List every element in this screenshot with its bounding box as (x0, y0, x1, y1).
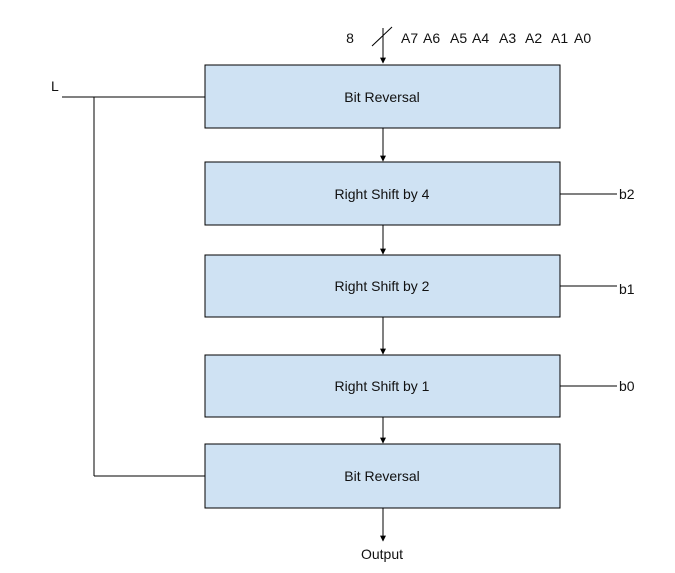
block-label: Right Shift by 2 (335, 278, 430, 294)
block-right-shift-4: Right Shift by 4 b2 (204, 161, 635, 226)
input-bit-label: A1 (551, 30, 568, 46)
block-label: Bit Reversal (344, 89, 419, 105)
bus-width-label: 8 (346, 30, 354, 46)
input-bit-label: A7 (401, 30, 418, 46)
block-box (204, 64, 561, 129)
input-bit-label: A3 (499, 30, 516, 46)
control-b0-label: b0 (619, 378, 635, 394)
control-b1-label: b1 (619, 281, 635, 297)
block-label: Right Shift by 1 (335, 378, 430, 394)
bus-width-slash (371, 26, 393, 47)
output-label: Output (361, 546, 403, 562)
block-right-shift-2: Right Shift by 2 b1 (204, 254, 635, 318)
block-label: Right Shift by 4 (335, 186, 430, 202)
block-box (204, 443, 561, 509)
input-bit-label: A4 (472, 30, 489, 46)
block-right-shift-1: Right Shift by 1 b0 (204, 354, 635, 418)
block-box (204, 254, 561, 318)
block-bit-reversal-top: Bit Reversal (204, 64, 561, 129)
block-box (204, 354, 561, 418)
control-b2-label: b2 (619, 186, 635, 202)
input-bit-label: A2 (525, 30, 542, 46)
input-bit-label: A5 (450, 30, 467, 46)
block-bit-reversal-bottom: Bit Reversal (204, 443, 561, 509)
control-l-label: L (51, 78, 59, 94)
block-label: Bit Reversal (344, 468, 419, 484)
input-bit-label: A6 (423, 30, 440, 46)
input-bit-label: A0 (574, 30, 591, 46)
